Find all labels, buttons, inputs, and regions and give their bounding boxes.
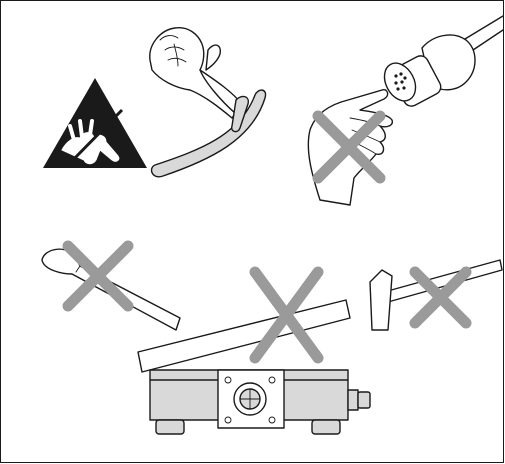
esd-handling-instruction-figure	[0, 0, 505, 464]
